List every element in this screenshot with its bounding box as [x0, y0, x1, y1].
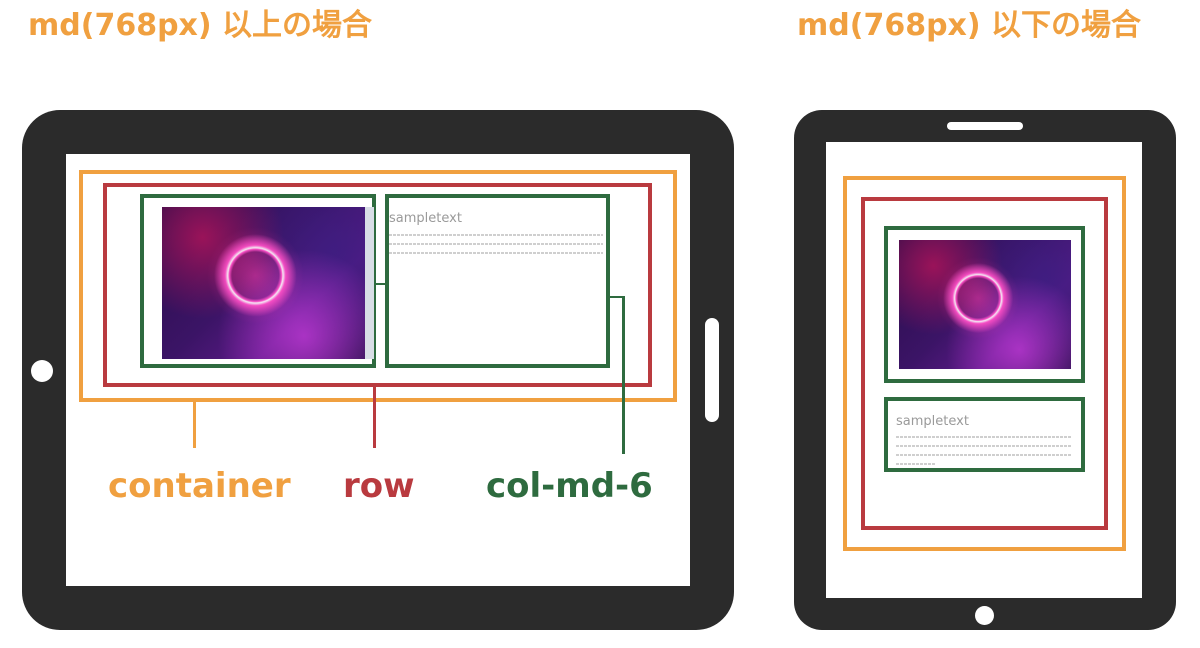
- heading-md-and-up: md(768px) 以上の場合: [28, 8, 373, 43]
- container-frame: [843, 176, 1126, 551]
- sample-text-title: sampletext: [389, 211, 462, 226]
- heading-md-and-down: md(768px) 以下の場合: [797, 8, 1142, 43]
- col-md-6-frame-right: [385, 194, 610, 368]
- sample-text-line: [896, 454, 1072, 456]
- col-md-6-label: col-md-6: [486, 466, 653, 506]
- col-md-6-frame-bottom: [884, 397, 1085, 472]
- sample-text-line: [896, 436, 1072, 438]
- space-ring-image: [899, 240, 1071, 369]
- container-label: container: [108, 466, 291, 506]
- col-md-6-frame-left: [140, 194, 376, 368]
- sample-text-title: sampletext: [896, 414, 969, 429]
- home-button-icon: [975, 606, 994, 625]
- sample-text-line: [389, 243, 603, 245]
- speaker-icon: [947, 122, 1023, 130]
- col-pointer-line: [622, 296, 625, 454]
- home-button-icon: [31, 360, 53, 382]
- row-label: row: [343, 466, 415, 506]
- side-button-icon: [705, 318, 719, 422]
- portrait-tablet-screen: [826, 142, 1142, 598]
- inner-pointer-line: [376, 283, 386, 285]
- container-frame: [79, 170, 677, 402]
- sample-text-line: [389, 234, 603, 236]
- sample-text-line: [389, 252, 603, 254]
- row-pointer-line: [373, 387, 376, 448]
- sample-text-line: [896, 445, 1072, 447]
- col-md-6-frame-top: [884, 226, 1085, 383]
- sample-text-line: [896, 463, 936, 465]
- image-edge-strip: [365, 207, 374, 359]
- container-pointer-line: [193, 402, 196, 448]
- row-frame: [103, 183, 652, 387]
- row-frame: [861, 197, 1108, 530]
- space-ring-image: [162, 207, 365, 359]
- col-pointer-line-horizontal: [610, 296, 624, 298]
